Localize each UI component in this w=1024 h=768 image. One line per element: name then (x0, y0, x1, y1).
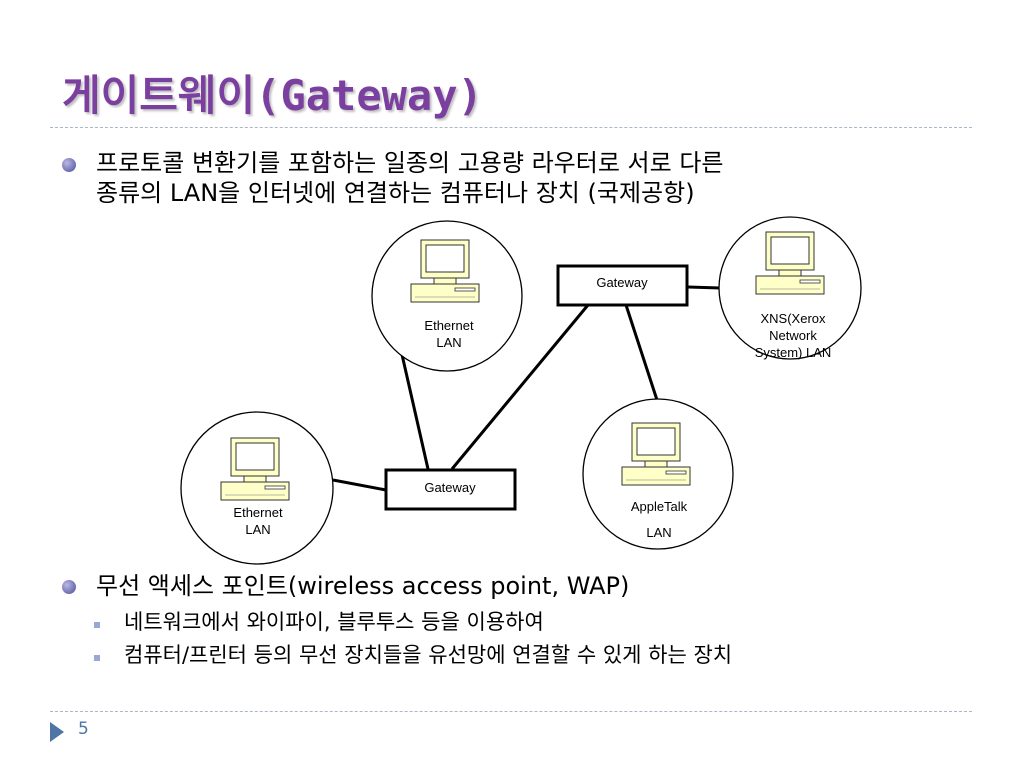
gateway-top-label: Gateway (596, 275, 648, 290)
sub-bullet-marker (94, 622, 100, 628)
slide-title: 게이트웨이(Gateway) (62, 71, 483, 120)
xns-label: XNS(Xerox (760, 311, 826, 326)
ethernet-left-label: LAN (245, 522, 270, 537)
appletalk-label: LAN (646, 525, 671, 540)
gateway-bottom-label: Gateway (424, 480, 476, 495)
sub-bullet-marker (94, 655, 100, 661)
computer-icon (755, 231, 825, 295)
bullet-dot (62, 580, 76, 594)
ethernet-top-label: LAN (436, 335, 461, 350)
xns-lan-node (718, 216, 862, 360)
triangle-arrow-icon (50, 722, 64, 742)
ethernet-top-label: Ethernet (424, 318, 474, 333)
bullet-text-line: 종류의 LAN을 인터넷에 연결하는 컴퓨터나 장치 (국제공항) (96, 179, 695, 207)
bullet-text-line: 프로토콜 변환기를 포함하는 일종의 고용량 라우터로 서로 다른 (96, 149, 724, 177)
appletalk-label: AppleTalk (631, 499, 688, 514)
gateway-top-box (556, 264, 689, 307)
ethernet-lan-top-node (371, 220, 523, 372)
ethernet-left-label: Ethernet (233, 505, 283, 520)
appletalk-lan-node (582, 398, 734, 550)
gateway-bottom-box (384, 468, 517, 511)
title-divider (50, 127, 972, 128)
xns-label: System) LAN (755, 345, 832, 360)
computer-icon (220, 437, 290, 501)
sub-bullet-text: 네트워크에서 와이파이, 블루투스 등을 이용하여 (124, 610, 544, 634)
footer-divider (50, 711, 972, 712)
computer-icon (621, 422, 691, 486)
network-links (332, 285, 721, 492)
sub-bullet-text: 컴퓨터/프린터 등의 무선 장치들을 유선망에 연결할 수 있게 하는 장치 (124, 643, 733, 667)
bullet-text: 무선 액세스 포인트(wireless access point, WAP) (96, 572, 630, 600)
xns-label: Network (769, 328, 817, 343)
bullet-dot (62, 158, 76, 172)
computer-icon (410, 239, 480, 303)
ethernet-lan-left-node (180, 411, 334, 565)
page-number: 5 (78, 719, 89, 739)
